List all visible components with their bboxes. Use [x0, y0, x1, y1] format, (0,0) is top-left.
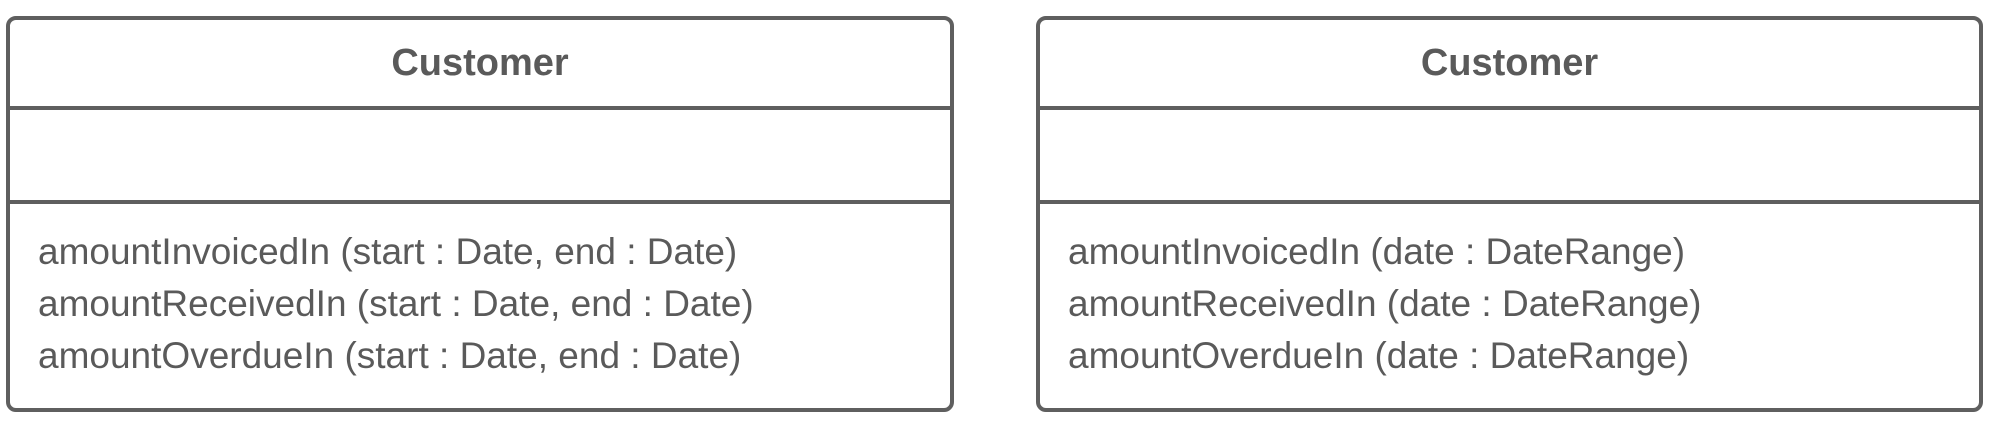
uml-class-box-right: Customer amountInvoicedIn (date : DateRa…: [1036, 16, 1983, 412]
class-name-compartment: Customer: [10, 20, 950, 110]
operation-amount-invoiced-in: amountInvoicedIn (date : DateRange): [1068, 231, 1686, 272]
attributes-compartment: [10, 110, 950, 204]
uml-class-box-left: Customer amountInvoicedIn (start : Date,…: [6, 16, 954, 412]
operations-compartment: amountInvoicedIn (start : Date, end : Da…: [10, 204, 950, 408]
operations-compartment: amountInvoicedIn (date : DateRange) amou…: [1040, 204, 1979, 408]
operation-amount-received-in: amountReceivedIn (date : DateRange): [1068, 283, 1702, 324]
class-name: Customer: [1420, 41, 1599, 84]
class-name: Customer: [391, 41, 569, 84]
class-name-compartment: Customer: [1040, 20, 1979, 110]
operation-amount-invoiced-in: amountInvoicedIn (start : Date, end : Da…: [38, 231, 738, 272]
operation-amount-overdue-in: amountOverdueIn (date : DateRange): [1068, 335, 1690, 376]
operation-amount-received-in: amountReceivedIn (start : Date, end : Da…: [38, 283, 754, 324]
operation-amount-overdue-in: amountOverdueIn (start : Date, end : Dat…: [38, 335, 742, 376]
attributes-compartment: [1040, 110, 1979, 204]
